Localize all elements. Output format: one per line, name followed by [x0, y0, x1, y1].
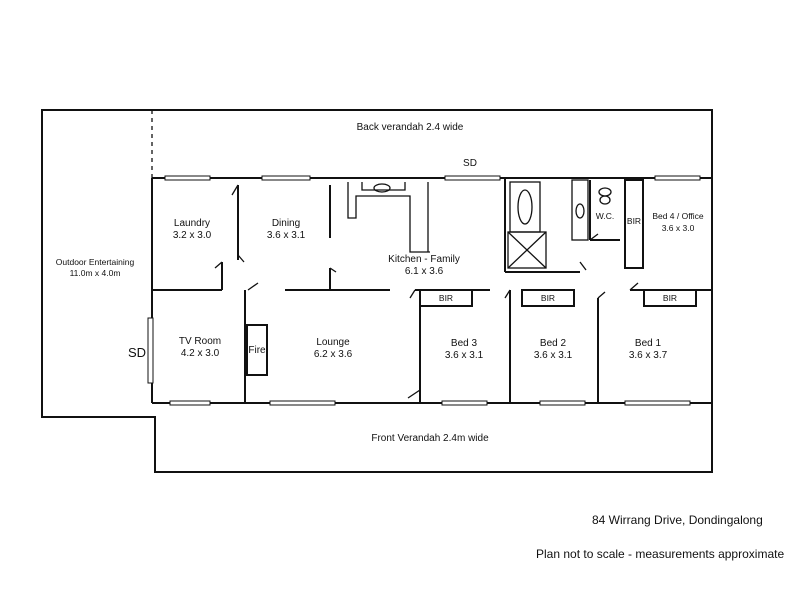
label-wc: W.C.	[596, 211, 614, 221]
door-swings	[214, 184, 639, 399]
label-back-verandah: Back verandah 2.4 wide	[357, 122, 464, 133]
label-lounge-name: Lounge	[316, 337, 350, 348]
label-bir-bed1: BIR	[663, 293, 677, 303]
label-laundry-name: Laundry	[174, 218, 210, 229]
label-bed1-name: Bed 1	[635, 338, 662, 349]
label-bed2-name: Bed 2	[540, 338, 567, 349]
label-front-verandah: Front Verandah 2.4m wide	[371, 433, 489, 444]
kitchen-bench	[347, 182, 430, 253]
label-bed4-name: Bed 4 / Office	[652, 211, 704, 221]
label-bed3-name: Bed 3	[451, 338, 478, 349]
windows	[147, 175, 701, 406]
bathroom-fixtures	[507, 179, 612, 269]
label-dining-size: 3.6 x 3.1	[267, 230, 306, 241]
bir-boxes	[419, 289, 697, 307]
label-sliding-door-top: SD	[463, 158, 477, 169]
label-lounge-size: 6.2 x 3.6	[314, 349, 353, 360]
label-outdoor-name: Outdoor Entertaining	[56, 257, 135, 267]
label-kitchen-size: 6.1 x 3.6	[405, 266, 444, 277]
label-bir-bed3: BIR	[439, 293, 453, 303]
label-bir-bed2: BIR	[541, 293, 555, 303]
fireplace-box	[246, 324, 268, 376]
label-tv-room-name: TV Room	[179, 336, 221, 347]
label-laundry-size: 3.2 x 3.0	[173, 230, 212, 241]
label-dining-name: Dining	[272, 218, 300, 229]
address-caption: 84 Wirrang Drive, Dondingalong	[592, 513, 763, 527]
scale-note-caption: Plan not to scale - measurements approxi…	[536, 547, 785, 561]
label-bir-bed4: BIR	[627, 216, 641, 226]
label-sliding-door-left: SD	[128, 345, 146, 360]
label-bed1-size: 3.6 x 3.7	[629, 350, 668, 361]
label-kitchen-name: Kitchen - Family	[388, 254, 460, 265]
label-bed2-size: 3.6 x 3.1	[534, 350, 573, 361]
label-outdoor-size: 11.0m x 4.0m	[70, 268, 121, 278]
label-tv-room-size: 4.2 x 3.0	[181, 348, 220, 359]
label-bed3-size: 3.6 x 3.1	[445, 350, 484, 361]
label-fire: Fire	[248, 345, 266, 356]
label-bed4-size: 3.6 x 3.0	[662, 223, 695, 233]
